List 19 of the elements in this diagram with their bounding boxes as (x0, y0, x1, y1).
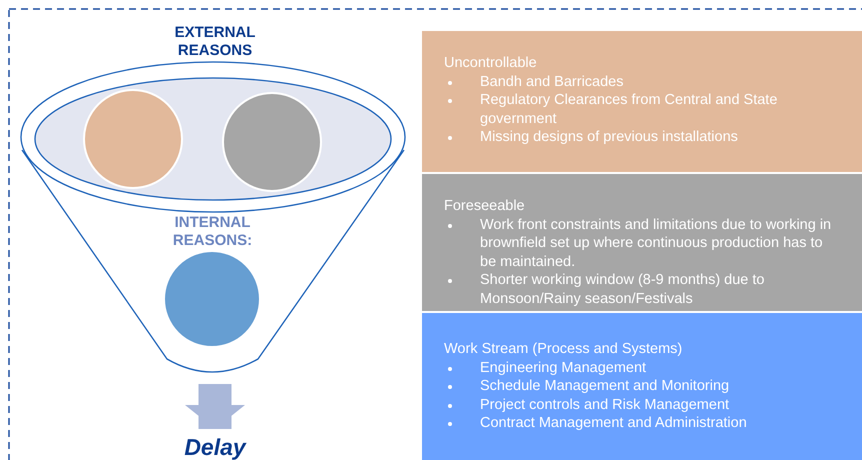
category-card (422, 174, 862, 311)
bullet-item: Shorter working window (8-9 months) due to Monsoon/Rainy season/Festivals (480, 271, 766, 308)
bullet-item: Schedule Management and Monitoring (480, 377, 730, 396)
group-heading: EXTERNAL REASONS (174, 24, 256, 60)
category-card (422, 313, 862, 460)
outcome-label: Delay (170, 433, 260, 460)
bullet-item: Regulatory Clearances from Central and State government (480, 91, 778, 128)
bullet-item: Contract Management and Administration (480, 414, 748, 432)
category-card (422, 31, 862, 172)
bullet-item: Project controls and Risk Management (480, 396, 730, 414)
card-title: Work Stream (Process and Systems) (444, 340, 684, 358)
bullet-item: Work front constraints and limitations due to working in brownfield set up where continuous production has to be maintained. (480, 216, 832, 271)
arrow (185, 384, 245, 429)
group-heading: INTERNAL REASONS: (172, 214, 254, 250)
bullet-item: Engineering Management (480, 358, 648, 377)
card-title: Foreseeable (444, 197, 526, 216)
bullet-item: Bandh and Barricades (480, 72, 624, 91)
card-title: Uncontrollable (444, 54, 538, 72)
bullet-item: Missing designs of previous installations (480, 128, 739, 146)
